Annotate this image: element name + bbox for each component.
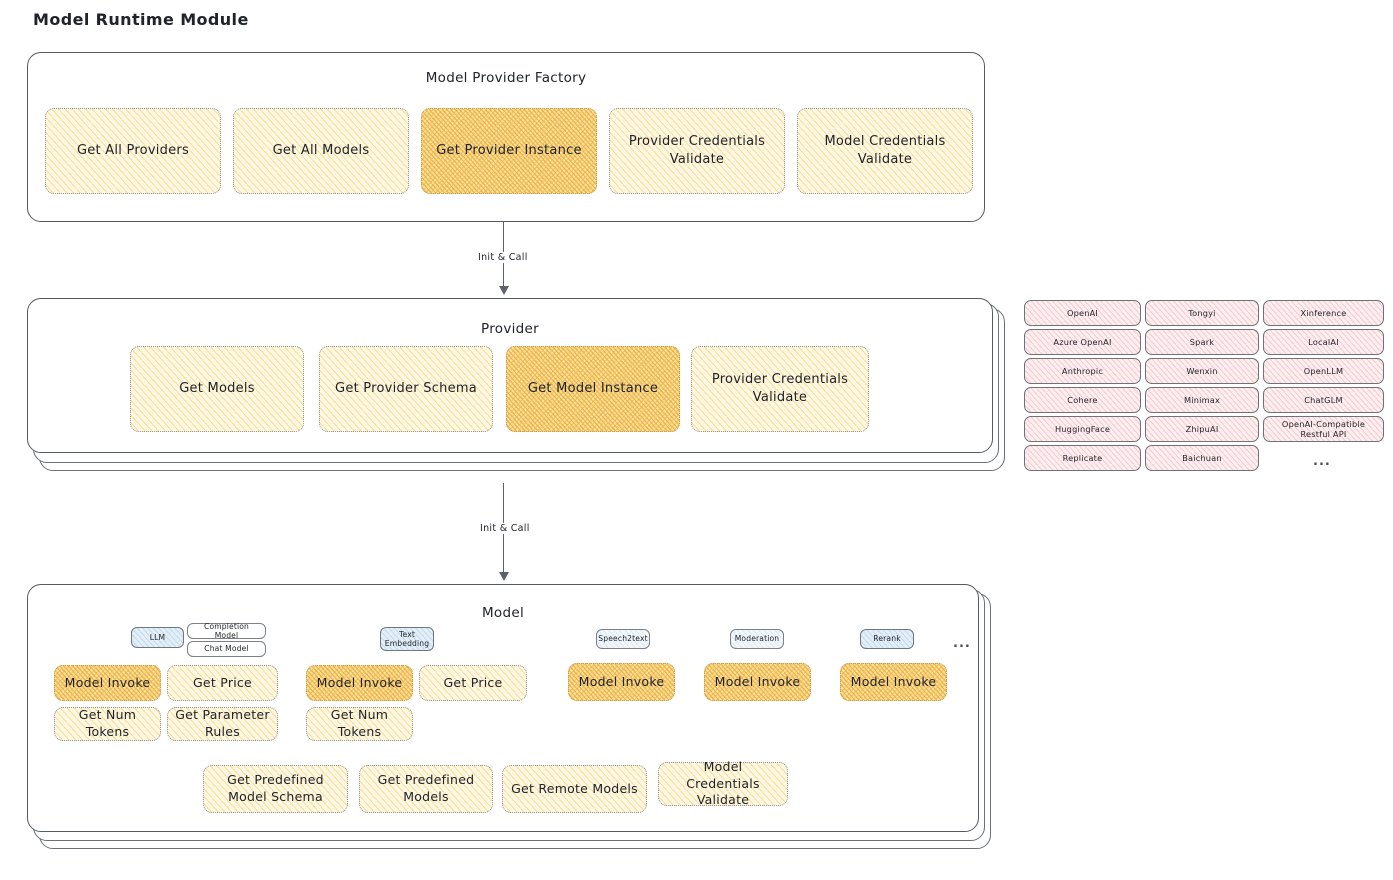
provider-chip-openllm[interactable]: OpenLLM bbox=[1263, 358, 1384, 384]
factory-box-provider-credentials-validate[interactable]: Provider Credentials Validate bbox=[609, 108, 785, 194]
provider-chip-zhipuai[interactable]: ZhipuAI bbox=[1145, 416, 1259, 442]
model-subchip-chat-model[interactable]: Chat Model bbox=[187, 641, 266, 657]
provider-chip-minimax[interactable]: Minimax bbox=[1145, 387, 1259, 413]
rerank-method-model-invoke[interactable]: Model Invoke bbox=[840, 663, 947, 701]
model-common-model-credentials-validate[interactable]: Model Credentials Validate bbox=[658, 759, 788, 807]
factory-box-model-credentials-validate[interactable]: Model Credentials Validate bbox=[797, 108, 973, 194]
llm-method-model-invoke[interactable]: Model Invoke bbox=[54, 665, 161, 701]
provider-chip-wenxin[interactable]: Wenxin bbox=[1145, 358, 1259, 384]
text-embedding-method-model-invoke[interactable]: Model Invoke bbox=[306, 665, 413, 701]
provider-list-more: ... bbox=[1313, 454, 1331, 469]
arrow-head bbox=[498, 286, 509, 295]
provider-chip-huggingface[interactable]: HuggingFace bbox=[1024, 416, 1141, 442]
provider-box-get-models[interactable]: Get Models bbox=[130, 346, 304, 432]
provider-box-provider-credentials-validate[interactable]: Provider Credentials Validate bbox=[691, 346, 869, 432]
model-subchip-completion-model[interactable]: Completion Model bbox=[187, 622, 266, 640]
model-provider-factory-title: Model Provider Factory bbox=[425, 70, 587, 86]
llm-method-get-parameter-rules[interactable]: Get Parameter Rules bbox=[167, 707, 278, 741]
provider-chip-baichuan[interactable]: Baichuan bbox=[1145, 445, 1259, 471]
model-common-get-remote-models[interactable]: Get Remote Models bbox=[502, 765, 647, 813]
provider-box-get-provider-schema[interactable]: Get Provider Schema bbox=[319, 346, 493, 432]
factory-box-get-all-models[interactable]: Get All Models bbox=[233, 108, 409, 194]
provider-panel: Provider Get Models Get Provider Schema … bbox=[27, 298, 993, 453]
model-type-chip-speech2text[interactable]: Speech2text bbox=[596, 629, 650, 649]
provider-chip-azure-openai[interactable]: Azure OpenAI bbox=[1024, 329, 1141, 355]
model-types-more: ... bbox=[953, 636, 971, 651]
model-type-chip-moderation[interactable]: Moderation bbox=[730, 629, 784, 649]
text-embedding-method-get-num-tokens[interactable]: Get Num Tokens bbox=[306, 707, 413, 741]
model-type-chip-rerank[interactable]: Rerank bbox=[860, 629, 914, 649]
provider-chip-replicate[interactable]: Replicate bbox=[1024, 445, 1141, 471]
provider-chip-openai-compatible-restful-api[interactable]: OpenAI-Compatible Restful API bbox=[1263, 416, 1384, 442]
factory-box-get-all-providers[interactable]: Get All Providers bbox=[45, 108, 221, 194]
model-type-chip-llm[interactable]: LLM bbox=[131, 627, 184, 648]
provider-chip-spark[interactable]: Spark bbox=[1145, 329, 1259, 355]
arrow-label-init-call-2: Init & Call bbox=[476, 523, 534, 534]
provider-title: Provider bbox=[481, 321, 539, 337]
provider-chip-xinference[interactable]: Xinference bbox=[1263, 300, 1384, 326]
provider-chip-chatglm[interactable]: ChatGLM bbox=[1263, 387, 1384, 413]
provider-chip-anthropic[interactable]: Anthropic bbox=[1024, 358, 1141, 384]
model-panel: Model LLM Completion Model Chat Model Mo… bbox=[27, 584, 979, 832]
provider-chip-tongyi[interactable]: Tongyi bbox=[1145, 300, 1259, 326]
model-title: Model bbox=[481, 605, 525, 621]
provider-box-get-model-instance[interactable]: Get Model Instance bbox=[506, 346, 680, 432]
page-title: Model Runtime Module bbox=[33, 10, 249, 29]
factory-box-get-provider-instance[interactable]: Get Provider Instance bbox=[421, 108, 597, 194]
model-common-get-predefined-models[interactable]: Get Predefined Models bbox=[359, 765, 493, 813]
provider-chip-localai[interactable]: LocalAI bbox=[1263, 329, 1384, 355]
llm-method-get-num-tokens[interactable]: Get Num Tokens bbox=[54, 707, 161, 741]
model-type-chip-text-embedding[interactable]: Text Embedding bbox=[380, 627, 434, 651]
llm-method-get-price[interactable]: Get Price bbox=[167, 665, 278, 701]
provider-chip-openai[interactable]: OpenAI bbox=[1024, 300, 1141, 326]
model-common-get-predefined-model-schema[interactable]: Get Predefined Model Schema bbox=[203, 765, 348, 813]
provider-list: OpenAI Azure OpenAI Anthropic Cohere Hug… bbox=[1024, 299, 1384, 479]
arrow-head bbox=[498, 572, 509, 581]
model-provider-factory-panel: Model Provider Factory Get All Providers… bbox=[27, 52, 985, 222]
moderation-method-model-invoke[interactable]: Model Invoke bbox=[704, 663, 811, 701]
arrow-label-init-call-1: Init & Call bbox=[474, 252, 532, 263]
text-embedding-method-get-price[interactable]: Get Price bbox=[419, 665, 527, 701]
provider-chip-cohere[interactable]: Cohere bbox=[1024, 387, 1141, 413]
speech2text-method-model-invoke[interactable]: Model Invoke bbox=[568, 663, 675, 701]
